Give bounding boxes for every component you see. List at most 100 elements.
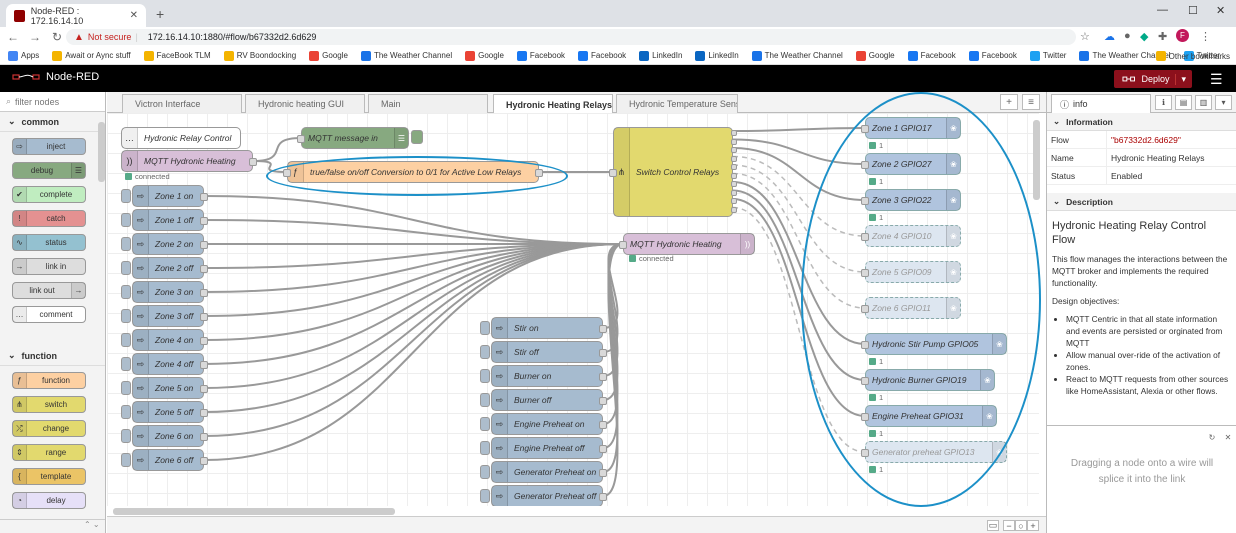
omnibox[interactable]: ▲ Not secure | 172.16.14.10:1880/#flow/b… [66,29,1076,45]
collapse-icon[interactable]: ⌃ ⌄ [84,520,100,529]
inject-trigger-button[interactable] [480,321,490,335]
help-book-icon[interactable]: ▤ [1175,95,1192,110]
palette-node-comment[interactable]: …comment [12,306,86,323]
tab-hydronic-heating-relays[interactable]: Hydronic Heating Relays [493,94,613,114]
output-port[interactable] [731,147,737,153]
palette-category-common[interactable]: ⌄common [0,112,105,132]
output-port[interactable] [535,169,543,177]
palette-node-inject[interactable]: ⇨inject [12,138,86,155]
wire[interactable] [203,219,624,245]
palette-node-link-out[interactable]: link out→ [12,282,86,299]
zone-inject-node[interactable]: ⇨Zone 4 off [121,353,208,375]
output-port[interactable] [200,193,208,201]
list-flows-icon[interactable]: ≡ [1022,94,1040,110]
inject-trigger-button[interactable] [121,429,131,443]
zone-inject-node[interactable]: ⇨Zone 6 on [121,425,208,447]
minimize-icon[interactable]: — [1157,4,1168,16]
palette-node-change[interactable]: ⤮change [12,420,86,437]
input-port[interactable] [861,305,869,313]
bookmark-item[interactable]: Twitter [1029,50,1066,61]
inject-node[interactable]: ⇨Engine Preheat on [480,413,607,435]
palette-node-switch[interactable]: ⋔switch [12,396,86,413]
information-section-header[interactable]: ⌄Information [1047,113,1236,131]
inject-trigger-button[interactable] [480,345,490,359]
mqtt-out-node[interactable]: MQTT Hydronic Heating)) [619,233,755,255]
tab-hydronic-temperature-sensor[interactable]: Hydronic Temperature Sensor [616,94,738,113]
input-port[interactable] [283,169,291,177]
zone-inject-node[interactable]: ⇨Zone 3 on [121,281,208,303]
input-port[interactable] [861,449,869,457]
zone-inject-node[interactable]: ⇨Zone 1 off [121,209,208,231]
wire[interactable] [203,243,624,341]
output-port[interactable] [731,189,737,196]
debug-toggle-button[interactable] [411,130,423,144]
inject-trigger-button[interactable] [121,285,131,299]
debug-node[interactable]: MQTT message in☰ [297,127,409,149]
output-port[interactable] [731,155,737,162]
wire[interactable] [732,189,866,381]
gpio-output-node[interactable]: Engine Preheat GPIO31❀ [861,405,997,427]
inject-trigger-button[interactable] [480,393,490,407]
output-port[interactable] [249,158,257,166]
input-port[interactable] [861,269,869,277]
gpio-output-node[interactable]: Zone 3 GPIO22❀ [861,189,961,211]
palette-node-catch[interactable]: !catch [12,210,86,227]
output-port[interactable] [599,469,607,477]
info-value[interactable]: "b67332d2.6d629" [1111,134,1181,145]
inject-trigger-button[interactable] [480,441,490,455]
gpio-output-node[interactable]: Zone 5 GPIO09❀ [861,261,961,283]
new-tab-plus-icon[interactable]: + [156,6,165,22]
maximize-icon[interactable]: ☐ [1188,5,1198,17]
green-extension-icon[interactable]: ◆ [1140,31,1149,43]
wire[interactable] [732,198,866,417]
palette-node-template[interactable]: {template [12,468,86,485]
wire[interactable] [203,243,624,437]
tab-main[interactable]: Main [368,94,488,113]
input-port[interactable] [861,413,869,421]
add-flow-plus-icon[interactable]: + [1000,94,1018,110]
inject-node[interactable]: ⇨Engine Preheat off [480,437,607,459]
inject-trigger-button[interactable] [121,189,131,203]
output-port[interactable] [731,206,737,213]
url-text[interactable]: 172.16.14.10:1880/#flow/b67332d2.6d629 [147,32,317,42]
bookmark-item[interactable]: LinkedIn [695,50,739,61]
gpio-output-node[interactable]: Hydronic Stir Pump GPIO05❀ [861,333,1007,355]
input-port[interactable] [861,161,869,169]
input-port[interactable] [297,135,305,143]
wire[interactable] [203,243,624,317]
input-port[interactable] [861,125,869,133]
inject-trigger-button[interactable] [121,357,131,371]
output-port[interactable] [731,138,737,145]
deploy-button[interactable]: Deploy ▾ [1114,70,1192,88]
inject-trigger-button[interactable] [121,453,131,467]
output-port[interactable] [200,313,208,321]
other-bookmarks[interactable]: Other bookmarks [1155,51,1230,61]
wire[interactable] [203,243,624,269]
wire[interactable] [732,138,866,165]
bookmark-item[interactable]: Apps [8,50,39,61]
wire[interactable] [203,243,624,461]
zone-inject-node[interactable]: ⇨Zone 6 off [121,449,208,471]
workspace-vertical-scrollbar[interactable] [1033,120,1040,200]
input-port[interactable] [861,233,869,241]
tab-victron-interface[interactable]: Victron Interface [122,94,242,113]
inject-node[interactable]: ⇨Burner off [480,389,607,411]
palette-category-function[interactable]: ⌄function [0,346,105,366]
back-arrow-icon[interactable]: ← [7,30,19,44]
output-port[interactable] [200,457,208,465]
input-port[interactable] [609,169,617,177]
gpio-output-node[interactable]: Generator preheat GPIO13❀ [861,441,1007,463]
filter-nodes-input[interactable] [15,96,96,107]
inject-node[interactable]: ⇨Stir on [480,317,607,339]
wire[interactable] [203,243,624,293]
output-port[interactable] [599,325,607,333]
output-port[interactable] [200,337,208,345]
workspace-horizontal-scrollbar[interactable] [113,508,395,515]
output-port[interactable] [599,397,607,405]
output-port[interactable] [200,241,208,249]
avatar[interactable]: F [1176,29,1189,42]
palette-scrollbar[interactable] [98,122,105,182]
bookmark-item[interactable]: The Weather Channel [1079,50,1171,61]
